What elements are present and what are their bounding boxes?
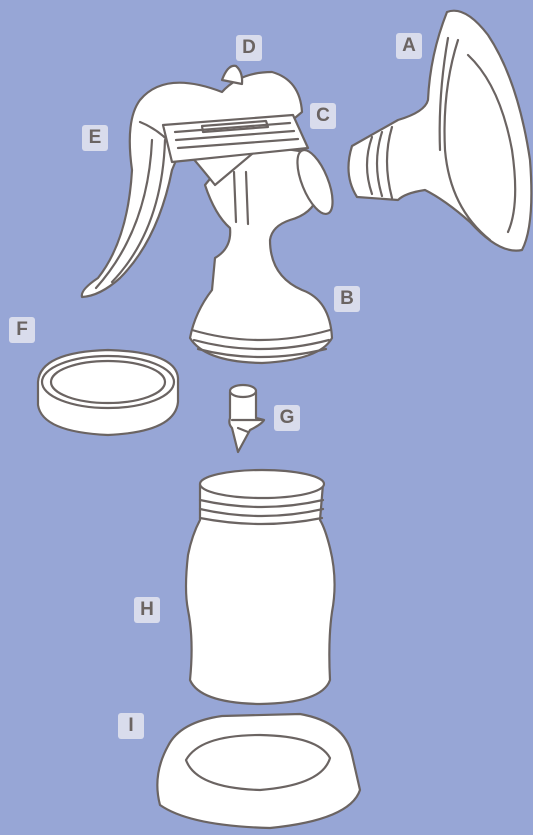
bottle-cap-part-f	[38, 350, 178, 435]
label-b: B	[334, 286, 360, 312]
label-h: H	[134, 597, 160, 623]
funnel-cushion-part-a	[348, 11, 531, 251]
label-i: I	[118, 713, 144, 739]
label-c: C	[310, 103, 336, 129]
label-e: E	[82, 125, 108, 151]
handle-tab-part-d	[222, 66, 242, 84]
label-d: D	[236, 35, 262, 61]
bottle-part-h	[186, 470, 335, 704]
label-f: F	[9, 317, 35, 343]
label-g: G	[274, 405, 300, 431]
bottle-stand-part-i	[157, 714, 360, 828]
label-a: A	[396, 33, 422, 59]
valve-part-g	[229, 385, 264, 452]
